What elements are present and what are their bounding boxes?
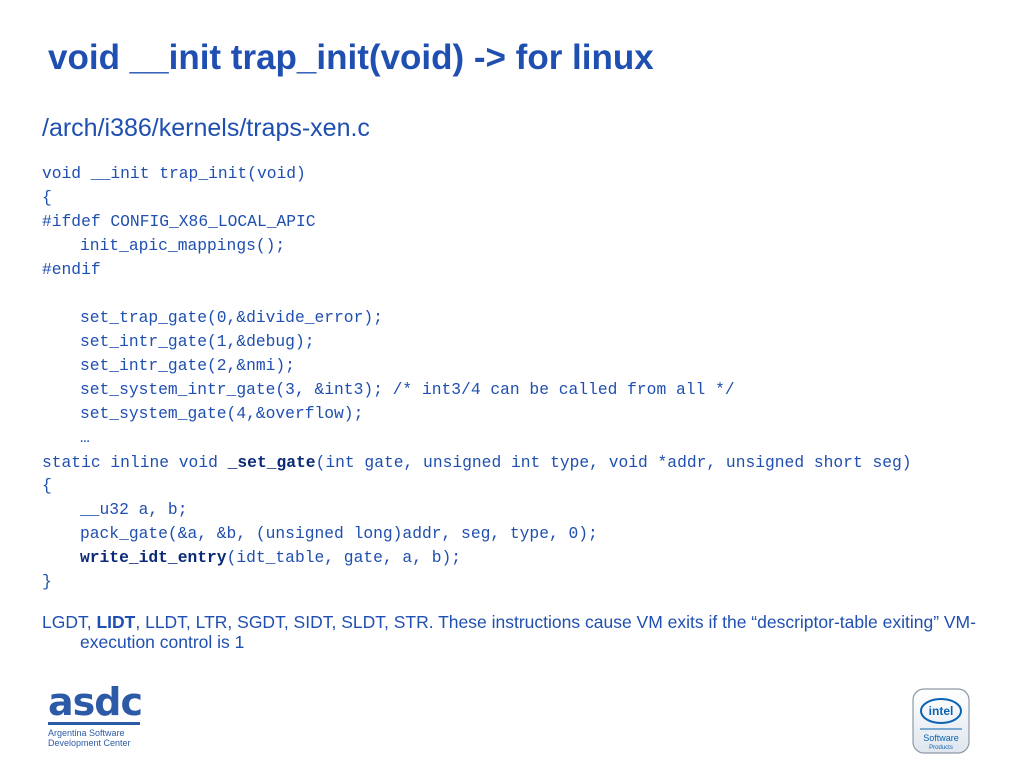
intel-software-logo: intel Software Products bbox=[912, 688, 970, 754]
code-line: set_system_gate(4,&overflow); bbox=[80, 404, 364, 423]
intel-wordmark: intel bbox=[929, 704, 954, 718]
asdc-tagline: Development Center bbox=[48, 738, 131, 748]
asdc-wordmark: asdc bbox=[48, 680, 143, 724]
code-line: write_idt_entry(idt_table, gate, a, b); bbox=[42, 546, 992, 570]
note-highlight: LIDT bbox=[96, 612, 136, 632]
set-gate-signature: static inline void _set_gate(int gate, u… bbox=[42, 453, 992, 472]
asdc-tagline: Argentina Software bbox=[48, 728, 125, 738]
function-name: _set_gate bbox=[227, 453, 316, 472]
code-line: #endif bbox=[42, 260, 101, 279]
descriptor-table-note: LGDT, LIDT, LLDT, LTR, SGDT, SIDT, SLDT,… bbox=[42, 612, 982, 652]
code-line: set_intr_gate(2,&nmi); bbox=[80, 356, 295, 375]
file-path-subtitle: /arch/i386/kernels/traps-xen.c bbox=[42, 114, 370, 142]
code-block: void __init trap_init(void) { #ifdef CON… bbox=[42, 162, 992, 594]
code-line: __u32 a, b; bbox=[80, 500, 188, 519]
note-text: , LLDT, LTR, SGDT, SIDT, SLDT, STR. Thes… bbox=[80, 612, 976, 652]
code-text: static inline void bbox=[42, 453, 228, 472]
blank-line bbox=[42, 282, 992, 306]
code-line: set_trap_gate(0,&divide_error); bbox=[80, 308, 383, 327]
code-line: set_system_intr_gate(3, &int3); /* int3/… bbox=[80, 380, 735, 399]
asdc-underline bbox=[48, 722, 140, 725]
code-line: init_apic_mappings(); bbox=[80, 236, 286, 255]
code-line: pack_gate(&a, &b, (unsigned long)addr, s… bbox=[80, 524, 598, 543]
code-line: set_intr_gate(1,&debug); bbox=[80, 332, 315, 351]
code-line: #ifdef CONFIG_X86_LOCAL_APIC bbox=[42, 212, 316, 231]
code-line: } bbox=[42, 572, 52, 591]
code-line: { bbox=[42, 188, 52, 207]
code-line: { bbox=[42, 476, 52, 495]
function-name: write_idt_entry bbox=[80, 548, 227, 567]
ellipsis-line: … bbox=[80, 428, 90, 447]
intel-products-label: Products bbox=[929, 745, 953, 751]
code-line: void __init trap_init(void) bbox=[42, 164, 306, 183]
code-text: (idt_table, gate, a, b); bbox=[226, 548, 462, 567]
code-text: (int gate, unsigned int type, void *addr… bbox=[315, 453, 912, 472]
slide-title: void __init trap_init(void) -> for linux bbox=[48, 38, 654, 77]
asdc-logo: asdc Argentina Software Development Cent… bbox=[48, 680, 148, 754]
note-text: LGDT, bbox=[42, 612, 97, 632]
intel-software-label: Software bbox=[923, 733, 959, 743]
